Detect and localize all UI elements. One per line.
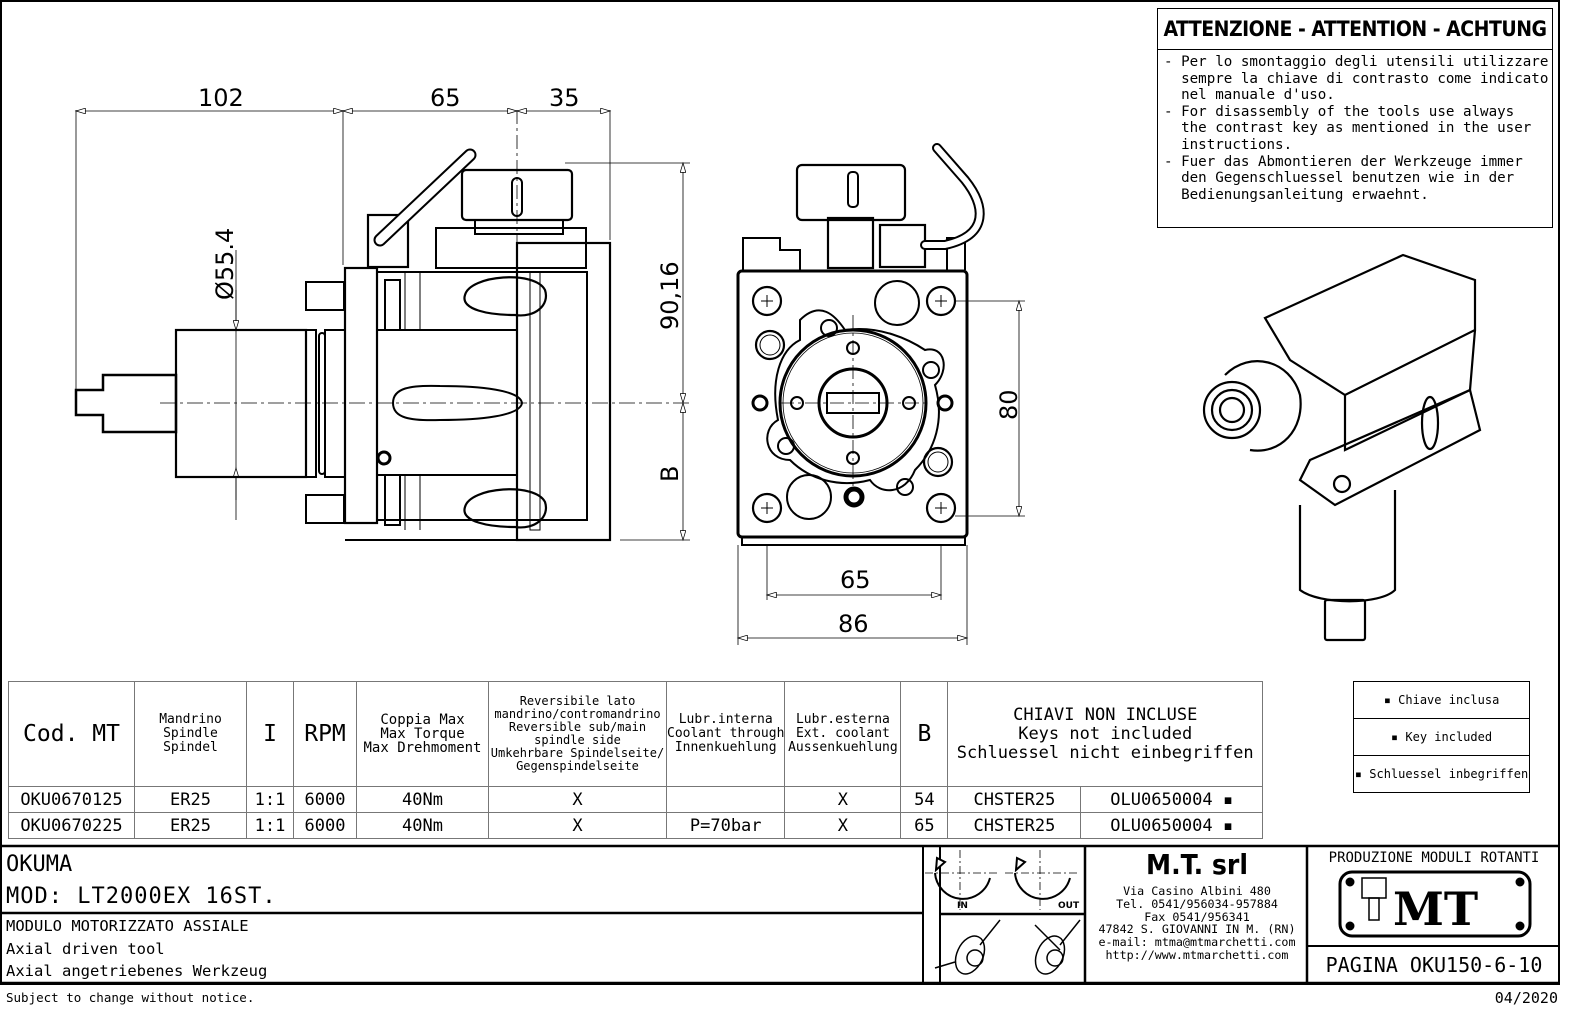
- mt-logo: [1338, 870, 1532, 938]
- key-legend-en: ▪ Key included: [1354, 719, 1529, 756]
- mt-logo-text: MT: [1393, 882, 1478, 936]
- col-b: B: [900, 681, 949, 787]
- cell-code: OKU0670125: [8, 786, 135, 813]
- dim-diameter: Ø55.4: [211, 228, 239, 300]
- cell-spindle: ER25: [134, 786, 247, 813]
- dim-b: B: [656, 466, 684, 482]
- cell-key1: CHSTER25: [947, 812, 1082, 839]
- cell-coolant-int: P=70bar: [665, 812, 786, 839]
- col-code: Cod. MT: [8, 681, 135, 787]
- dim-65-front: 65: [840, 566, 871, 594]
- cell-key2: OLU0650004 ▪: [1080, 812, 1263, 839]
- rotation-in-icon: [925, 850, 1000, 910]
- dim-90-16: 90,16: [656, 261, 684, 330]
- key-usage-icon: [934, 919, 1081, 975]
- key-legend: ▪ Chiave inclusa ▪ Key included ▪ Schlue…: [1353, 681, 1530, 793]
- dim-35: 35: [549, 84, 580, 112]
- cell-reversible: X: [488, 812, 667, 839]
- col-torque: Coppia Max Max Torque Max Drehmoment: [356, 681, 489, 787]
- footer-date: 04/2020: [1494, 989, 1558, 1007]
- cell-torque: 40Nm: [356, 786, 489, 813]
- cell-key1: CHSTER25: [947, 786, 1082, 813]
- warning-text: - Per lo smontaggio degli utensili utili…: [1164, 54, 1549, 203]
- dim-102: 102: [198, 84, 244, 112]
- cell-coolant-ext: X: [784, 812, 902, 839]
- col-coolant-ext: Lubr.esterna Ext. coolant Aussenkuehlung: [784, 681, 902, 787]
- rotation-in-label: IN: [957, 901, 968, 911]
- cell-reversible: X: [488, 786, 667, 813]
- cell-torque: 40Nm: [356, 812, 489, 839]
- cell-b: 65: [900, 812, 949, 839]
- key-legend-it: ▪ Chiave inclusa: [1354, 682, 1529, 719]
- footer-notice: Subject to change without notice.: [6, 990, 255, 1005]
- col-spindle: Mandrino Spindle Spindel: [134, 681, 247, 787]
- col-coolant-int: Lubr.interna Coolant through Innenkuehlu…: [665, 681, 786, 787]
- table-row: OKU0670225 ER25 1:1 6000 40Nm X P=70bar …: [8, 812, 1263, 839]
- cell-key2: OLU0650004 ▪: [1080, 786, 1263, 813]
- rotation-out-label: OUT: [1058, 901, 1080, 911]
- key-legend-de: ▪ Schluessel inbegriffen: [1354, 767, 1529, 781]
- col-rpm: RPM: [293, 681, 357, 787]
- front-view: [736, 143, 1025, 645]
- side-view: [76, 110, 690, 540]
- warning-title: ATTENZIONE - ATTENTION - ACHTUNG: [1158, 9, 1552, 50]
- table-row: OKU0670125 ER25 1:1 6000 40Nm X X 54 CHS…: [8, 786, 1263, 813]
- cell-ratio: 1:1: [246, 812, 294, 839]
- description-de: Axial angetriebenes Werkzeug: [6, 962, 268, 980]
- cell-code: OKU0670225: [8, 812, 135, 839]
- description-en: Axial driven tool: [6, 940, 165, 958]
- dim-80: 80: [995, 389, 1023, 420]
- col-reversible: Reversibile lato mandrino/contromandrino…: [488, 681, 667, 787]
- cell-ratio: 1:1: [246, 786, 294, 813]
- spec-table-header: Cod. MT Mandrino Spindle Spindel I RPM C…: [8, 681, 1263, 787]
- machine-model: MOD: LT2000EX 16ST.: [6, 884, 277, 909]
- cell-spindle: ER25: [134, 812, 247, 839]
- company-address: Via Casino Albini 480 Tel. 0541/956034-9…: [1098, 884, 1296, 962]
- dim-86: 86: [838, 610, 869, 638]
- cell-coolant-ext: X: [784, 786, 902, 813]
- cell-b: 54: [900, 786, 949, 813]
- page-code: PAGINA OKU150-6-10: [1325, 953, 1543, 977]
- cell-coolant-int: [665, 786, 786, 813]
- rotation-out-icon: [1005, 850, 1080, 910]
- cell-rpm: 6000: [293, 786, 357, 813]
- production-label: PRODUZIONE MODULI ROTANTI: [1328, 850, 1540, 866]
- description-it: MODULO MOTORIZZATO ASSIALE: [6, 917, 249, 935]
- company-name: M.T. srl: [1146, 848, 1248, 881]
- title-block-grid: [0, 844, 1560, 985]
- isometric-view: [1202, 253, 1482, 642]
- spec-table: Cod. MT Mandrino Spindle Spindel I RPM C…: [8, 681, 1263, 839]
- col-ratio: I: [246, 681, 294, 787]
- warning-box: ATTENZIONE - ATTENTION - ACHTUNG - Per l…: [1157, 8, 1553, 228]
- cell-rpm: 6000: [293, 812, 357, 839]
- dim-65-side: 65: [430, 84, 461, 112]
- col-keys: CHIAVI NON INCLUSE Keys not included Sch…: [947, 681, 1263, 787]
- machine-brand: OKUMA: [6, 852, 73, 877]
